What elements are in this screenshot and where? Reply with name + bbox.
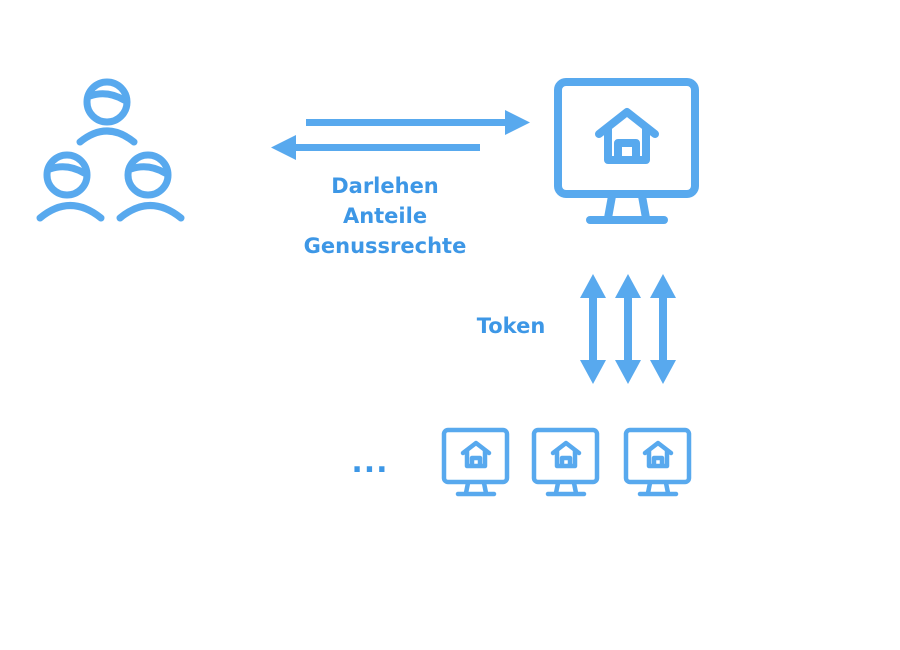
node-monitors	[441, 427, 692, 497]
investors-group-icon	[36, 78, 185, 222]
node-monitor-2-icon	[531, 427, 600, 497]
arrow-left-icon	[271, 135, 480, 160]
person-top-icon	[76, 78, 138, 146]
double-arrow-1-icon	[580, 274, 606, 384]
house-icon	[595, 108, 659, 164]
platform-monitor-icon	[554, 78, 699, 224]
term-anteile: Anteile	[342, 204, 428, 228]
double-arrow-3-icon	[650, 274, 676, 384]
more-nodes-ellipsis: ...	[351, 445, 389, 480]
term-genussrechte: Genussrechte	[303, 234, 467, 258]
arrow-right-icon	[306, 110, 530, 135]
node-monitor-1-icon	[441, 427, 510, 497]
person-right-icon	[116, 151, 185, 222]
exchange-terms-label: Darlehen Anteile Genussrechte	[280, 171, 490, 261]
node-monitor-3-icon	[623, 427, 692, 497]
token-arrows	[580, 274, 676, 384]
exchange-arrows	[271, 110, 530, 160]
term-darlehen: Darlehen	[331, 174, 439, 198]
person-left-icon	[36, 151, 105, 222]
double-arrow-2-icon	[615, 274, 641, 384]
token-label: Token	[476, 314, 546, 338]
